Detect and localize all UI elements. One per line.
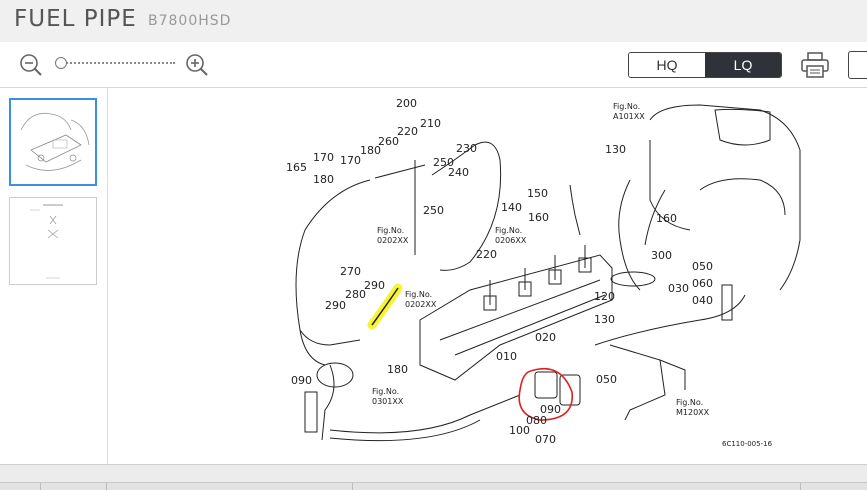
- quality-hq-button[interactable]: HQ: [629, 53, 705, 77]
- fuel-pipe-exploded-diagram: 200 210 220 260 230 180 170 170 165 180 …: [286, 97, 801, 448]
- fig-ref-0202-b-line2[interactable]: 0202XX: [405, 300, 437, 309]
- zoom-in-button[interactable]: [184, 52, 210, 78]
- label-170[interactable]: 170: [313, 151, 334, 164]
- label-140[interactable]: 140: [501, 201, 522, 214]
- label-290[interactable]: 290: [364, 279, 385, 292]
- label-160[interactable]: 160: [528, 211, 549, 224]
- label-050[interactable]: 050: [596, 373, 617, 386]
- fig-ref-a101-line1: Fig.No.: [613, 102, 640, 111]
- label-165[interactable]: 165: [286, 161, 307, 174]
- label-120[interactable]: 120: [594, 290, 615, 303]
- fig-ref-m120-line1: Fig.No.: [676, 398, 703, 407]
- label-250-b[interactable]: 250: [423, 204, 444, 217]
- thumbnail-sidebar: [0, 88, 108, 464]
- fig-ref-m120-line2[interactable]: M120XX: [676, 408, 710, 417]
- label-170-b[interactable]: 170: [340, 154, 361, 167]
- zoom-slider-thumb[interactable]: [55, 57, 67, 69]
- zoom-out-icon: [20, 54, 42, 76]
- zoom-out-button[interactable]: [18, 52, 44, 78]
- label-160-b[interactable]: 160: [656, 212, 677, 225]
- label-090[interactable]: 090: [291, 374, 312, 387]
- footer-tab-divider: [352, 483, 353, 490]
- label-200[interactable]: 200: [396, 97, 417, 110]
- zoom-slider-track: [59, 62, 175, 64]
- footer-tab-divider: [40, 483, 41, 490]
- footer-tab-strip: [0, 482, 867, 490]
- label-230[interactable]: 230: [456, 142, 477, 155]
- fig-ref-0202-a-line1: Fig.No.: [377, 226, 404, 235]
- drawing-code: 6C110-005-16: [722, 440, 773, 448]
- fig-ref-0301-line1: Fig.No.: [372, 387, 399, 396]
- fig-ref-0202-b-line1: Fig.No.: [405, 290, 432, 299]
- quality-toggle: HQ LQ: [628, 52, 782, 78]
- print-button[interactable]: [800, 51, 830, 79]
- label-070[interactable]: 070: [535, 433, 556, 446]
- label-150[interactable]: 150: [527, 187, 548, 200]
- toolbar: HQ LQ: [0, 42, 867, 88]
- label-300[interactable]: 300: [651, 249, 672, 262]
- label-250[interactable]: 250: [433, 156, 454, 169]
- label-280[interactable]: 280: [345, 288, 366, 301]
- label-100[interactable]: 100: [509, 424, 530, 437]
- label-040[interactable]: 040: [692, 294, 713, 307]
- footer-tab-divider: [800, 483, 801, 490]
- label-080[interactable]: 080: [526, 414, 547, 427]
- thumbnail-page-1[interactable]: [9, 98, 97, 186]
- label-060[interactable]: 060: [692, 277, 713, 290]
- label-220-b[interactable]: 220: [476, 248, 497, 261]
- fig-ref-a101-line2[interactable]: A101XX: [613, 112, 645, 121]
- fig-ref-0301-line2[interactable]: 0301XX: [372, 397, 404, 406]
- thumbnail-diagram-preview: [20, 112, 90, 171]
- label-180[interactable]: 180: [360, 144, 381, 157]
- annotation-red-circle: [518, 367, 573, 421]
- label-130-b[interactable]: 130: [594, 313, 615, 326]
- thumbnail-page-preview: [30, 204, 63, 279]
- extra-toolbar-button[interactable]: [848, 51, 867, 79]
- label-220[interactable]: 220: [397, 125, 418, 138]
- label-290-b[interactable]: 290: [325, 299, 346, 312]
- footer-tab-divider: [106, 483, 107, 490]
- label-050-b[interactable]: 050: [692, 260, 713, 273]
- label-090-b[interactable]: 090: [540, 403, 561, 416]
- page-header: FUEL PIPE B7800HSD: [0, 0, 867, 42]
- label-030[interactable]: 030: [668, 282, 689, 295]
- model-number: B7800HSD: [148, 13, 232, 29]
- zoom-in-icon: [186, 54, 208, 76]
- page-title: FUEL PIPE: [14, 6, 137, 32]
- label-010[interactable]: 010: [496, 350, 517, 363]
- diagram-canvas[interactable]: 200 210 220 260 230 180 170 170 165 180 …: [109, 88, 867, 464]
- label-130[interactable]: 130: [605, 143, 626, 156]
- label-260[interactable]: 260: [378, 135, 399, 148]
- fig-ref-0202-a-line2[interactable]: 0202XX: [377, 236, 409, 245]
- printer-icon: [801, 52, 829, 78]
- fig-ref-0206-line2[interactable]: 0206XX: [495, 236, 527, 245]
- label-020[interactable]: 020: [535, 331, 556, 344]
- label-180-c[interactable]: 180: [387, 363, 408, 376]
- fig-ref-0206-line1: Fig.No.: [495, 226, 522, 235]
- thumbnail-page-2[interactable]: [9, 197, 97, 285]
- label-240[interactable]: 240: [448, 166, 469, 179]
- quality-lq-button[interactable]: LQ: [705, 53, 781, 77]
- label-180-b[interactable]: 180: [313, 173, 334, 186]
- zoom-slider[interactable]: [55, 56, 175, 70]
- label-270[interactable]: 270: [340, 265, 361, 278]
- label-210[interactable]: 210: [420, 117, 441, 130]
